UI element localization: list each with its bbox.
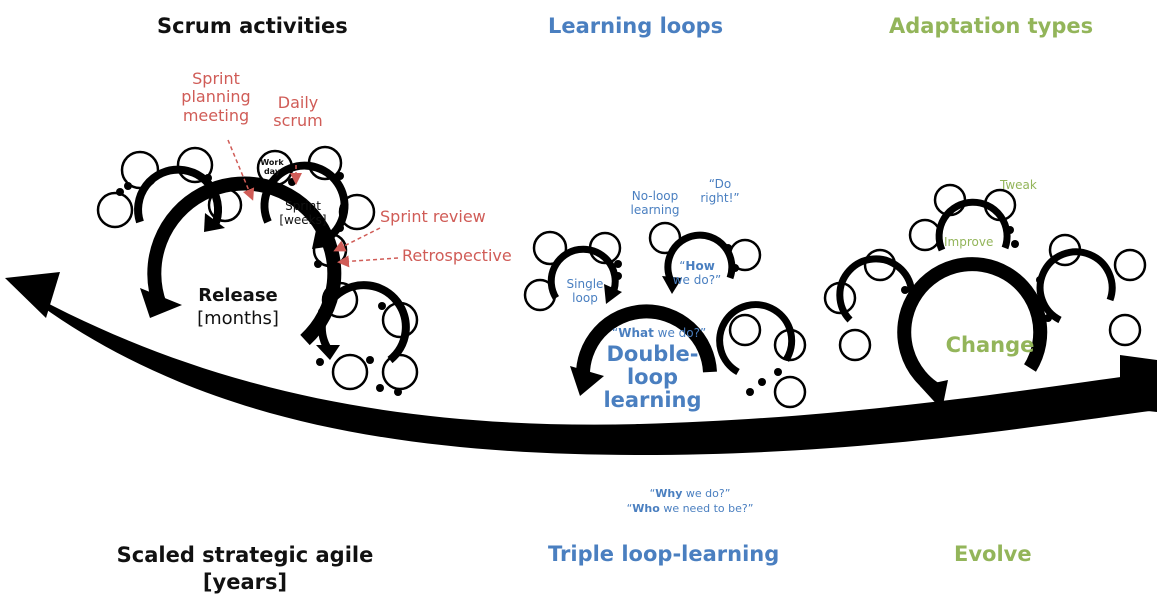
scaled-strategic-agile-label: Scaled strategic agile [years] [116, 543, 374, 595]
release-arrowhead [140, 288, 182, 318]
triple-loop-learning-title: Triple loop-learning [548, 542, 780, 566]
sprint-planning-label: Sprint planning meeting [181, 69, 251, 125]
double-loop [575, 304, 717, 379]
work-day-label: Work day [260, 158, 284, 177]
retrospective-label: Retrospective [402, 246, 512, 265]
why-we-do-label: “Why we do?” [649, 487, 731, 500]
release-label: Release [198, 285, 278, 306]
no-loop-learning-label: No-loop learning [630, 189, 680, 217]
learning-loops-title: Learning loops [548, 14, 724, 38]
double-loop-learning-label: Double- loop learning [603, 342, 702, 413]
sprint-label: Sprint [weeks] [279, 199, 327, 227]
strategic-arrowhead-right [1120, 355, 1157, 412]
change-loop [897, 257, 1048, 399]
scrum-activities-title: Scrum activities [157, 14, 348, 38]
release-unit-label: [months] [197, 308, 279, 329]
single-loop [547, 245, 619, 300]
adaptation-types-title: Adaptation types [889, 14, 1094, 38]
daily-scrum-label: Daily scrum [273, 93, 323, 131]
sprint-review-label: Sprint review [380, 207, 486, 226]
evolve-title: Evolve [954, 542, 1032, 566]
change-label: Change [945, 333, 1035, 357]
planning-pointer [227, 139, 255, 201]
strategic-arrowhead [5, 272, 60, 318]
strategic-band [10, 283, 1157, 455]
what-we-do-label: “What we do?” [612, 326, 707, 340]
review-pointer [333, 227, 381, 252]
learning-loop-right [716, 301, 796, 376]
single-loop-label: Single loop [566, 277, 604, 305]
who-we-need-label: “Who we need to be?” [626, 502, 754, 515]
how-we-do-label: “How we do?” [672, 259, 722, 287]
adapt-loop-left [836, 255, 916, 323]
improve-label: Improve [944, 235, 994, 249]
do-right-label: “Do right!” [700, 177, 740, 205]
adapt-loop-right [1036, 248, 1116, 324]
tweak-label: Tweak [1000, 178, 1037, 192]
retro-pointer [337, 255, 399, 268]
